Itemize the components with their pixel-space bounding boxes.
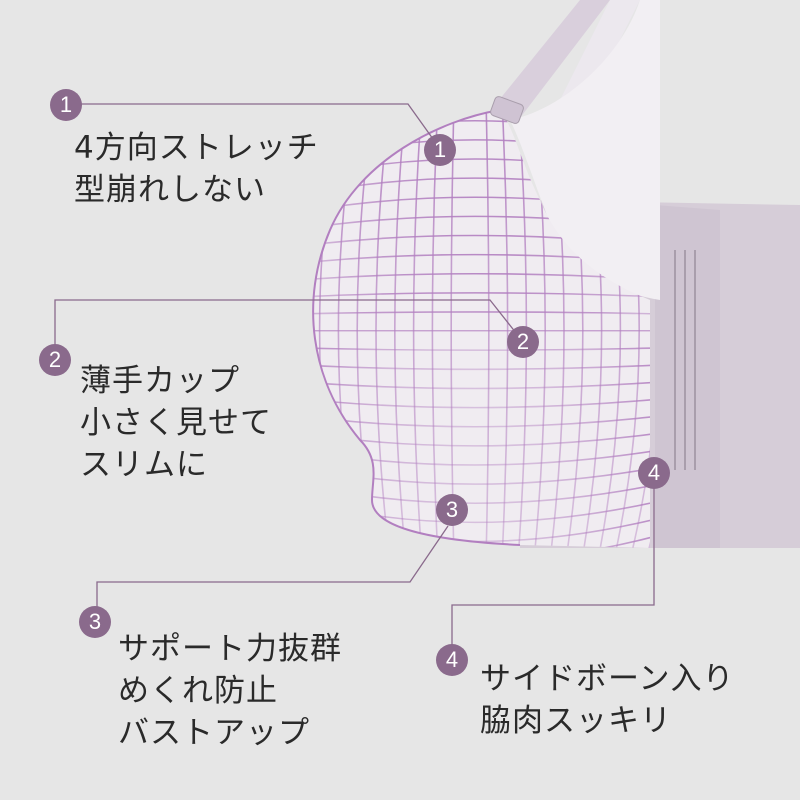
feature-1-text: 4方向ストレッチ 型崩れしない bbox=[74, 127, 319, 211]
feature-4-badge: 4 bbox=[436, 644, 468, 676]
mesh-line bbox=[313, 311, 650, 315]
feature-2-line: スリムに bbox=[80, 447, 208, 483]
feature-2-badge: 2 bbox=[39, 344, 71, 376]
mesh-line bbox=[313, 292, 650, 298]
feature-2-marker: 2 bbox=[507, 326, 539, 358]
feature-4-text: サイドボーン入り 脇肉スッキリ bbox=[480, 658, 734, 742]
feature-3-line: めくれ防止 bbox=[118, 673, 278, 709]
feature-2-line: 小さく見せて bbox=[80, 405, 272, 441]
feature-1-marker: 1 bbox=[424, 134, 456, 166]
mesh-line bbox=[313, 398, 650, 409]
feature-2-line: 薄手カップ bbox=[80, 363, 240, 399]
feature-4-line: 脇肉スッキリ bbox=[480, 703, 672, 739]
feature-2-text: 薄手カップ 小さく見せて スリムに bbox=[80, 360, 272, 486]
feature-1-badge: 1 bbox=[50, 89, 82, 121]
feature-3-marker: 3 bbox=[436, 494, 468, 526]
feature-3-line: バストアップ bbox=[118, 715, 310, 751]
mesh-line bbox=[412, 110, 423, 548]
leader-lines bbox=[54, 103, 655, 646]
feature-3-text: サポート力抜群 めくれ防止 バストアップ bbox=[118, 628, 342, 754]
mesh-line bbox=[313, 381, 650, 390]
feature-1-line: 型崩れしない bbox=[74, 172, 266, 208]
feature-1-line: 4方向ストレッチ bbox=[74, 130, 319, 166]
feature-4-marker: 4 bbox=[638, 457, 670, 489]
mesh-line bbox=[313, 364, 650, 371]
strap bbox=[495, 0, 610, 118]
mesh-line bbox=[485, 110, 490, 548]
mesh-line bbox=[501, 110, 509, 548]
feature-3-line: サポート力抜群 bbox=[118, 631, 342, 667]
feature-4-line: サイドボーン入り bbox=[480, 661, 735, 697]
mesh-line bbox=[313, 347, 650, 352]
feature-3-badge: 3 bbox=[79, 606, 111, 638]
